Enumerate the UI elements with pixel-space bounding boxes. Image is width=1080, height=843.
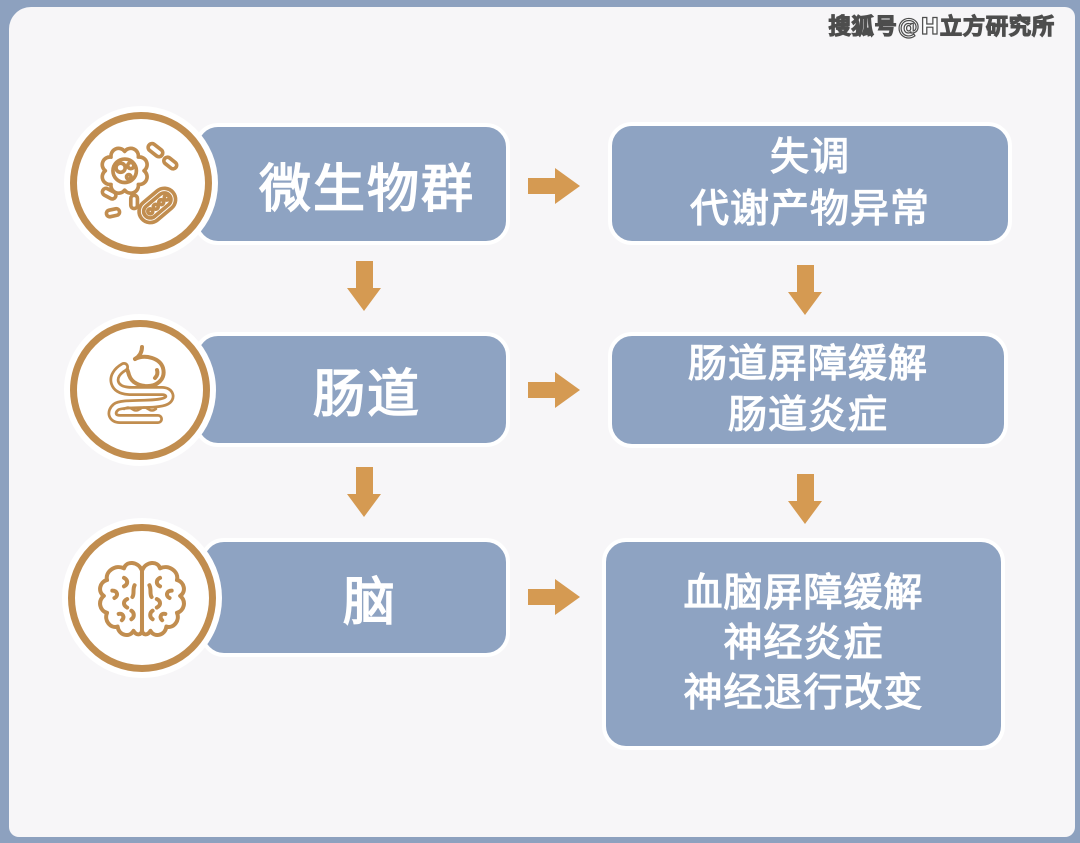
gut-icon-badge: [70, 320, 210, 460]
watermark: 搜狐号@H立方研究所: [828, 14, 1055, 40]
arrow-down-icon: [788, 265, 822, 315]
microbes-icon: [100, 141, 179, 225]
result-line: 肠道屏障缓解: [687, 341, 928, 387]
arrow-right-icon: [528, 372, 580, 408]
arrow-right-icon: [528, 168, 580, 204]
microbiota-label: 微生物群: [258, 159, 475, 220]
arrow-down-icon: [347, 467, 381, 517]
arrow-right-icon: [528, 579, 580, 615]
gut-icon: [107, 345, 175, 424]
brain-label: 脑: [342, 573, 397, 633]
arrow-down-icon: [347, 261, 381, 311]
result-line: 神经炎症: [723, 621, 884, 667]
result-line: 神经退行改变: [683, 670, 924, 716]
gut-label: 肠道: [312, 365, 421, 425]
microbiota-label-box: 微生物群: [194, 123, 510, 245]
result-line: 血脑屏障缓解: [683, 571, 924, 617]
microbiota-result-box: 失调 代谢产物异常: [608, 122, 1012, 245]
gut-result-box: 肠道屏障缓解 肠道炎症: [608, 332, 1008, 448]
gut-label-box: 肠道: [194, 332, 510, 447]
brain-icon-badge: [68, 524, 216, 672]
microbiota-icon-badge: [70, 112, 212, 254]
brain-label-box: 脑: [200, 538, 510, 657]
brain-icon: [98, 545, 195, 651]
brain-result-box: 血脑屏障缓解 神经炎症 神经退行改变: [602, 538, 1005, 750]
result-line: 代谢产物异常: [689, 186, 930, 232]
result-line: 肠道炎症: [727, 393, 888, 438]
result-line: 失调: [769, 135, 850, 181]
arrow-down-icon: [788, 474, 822, 524]
